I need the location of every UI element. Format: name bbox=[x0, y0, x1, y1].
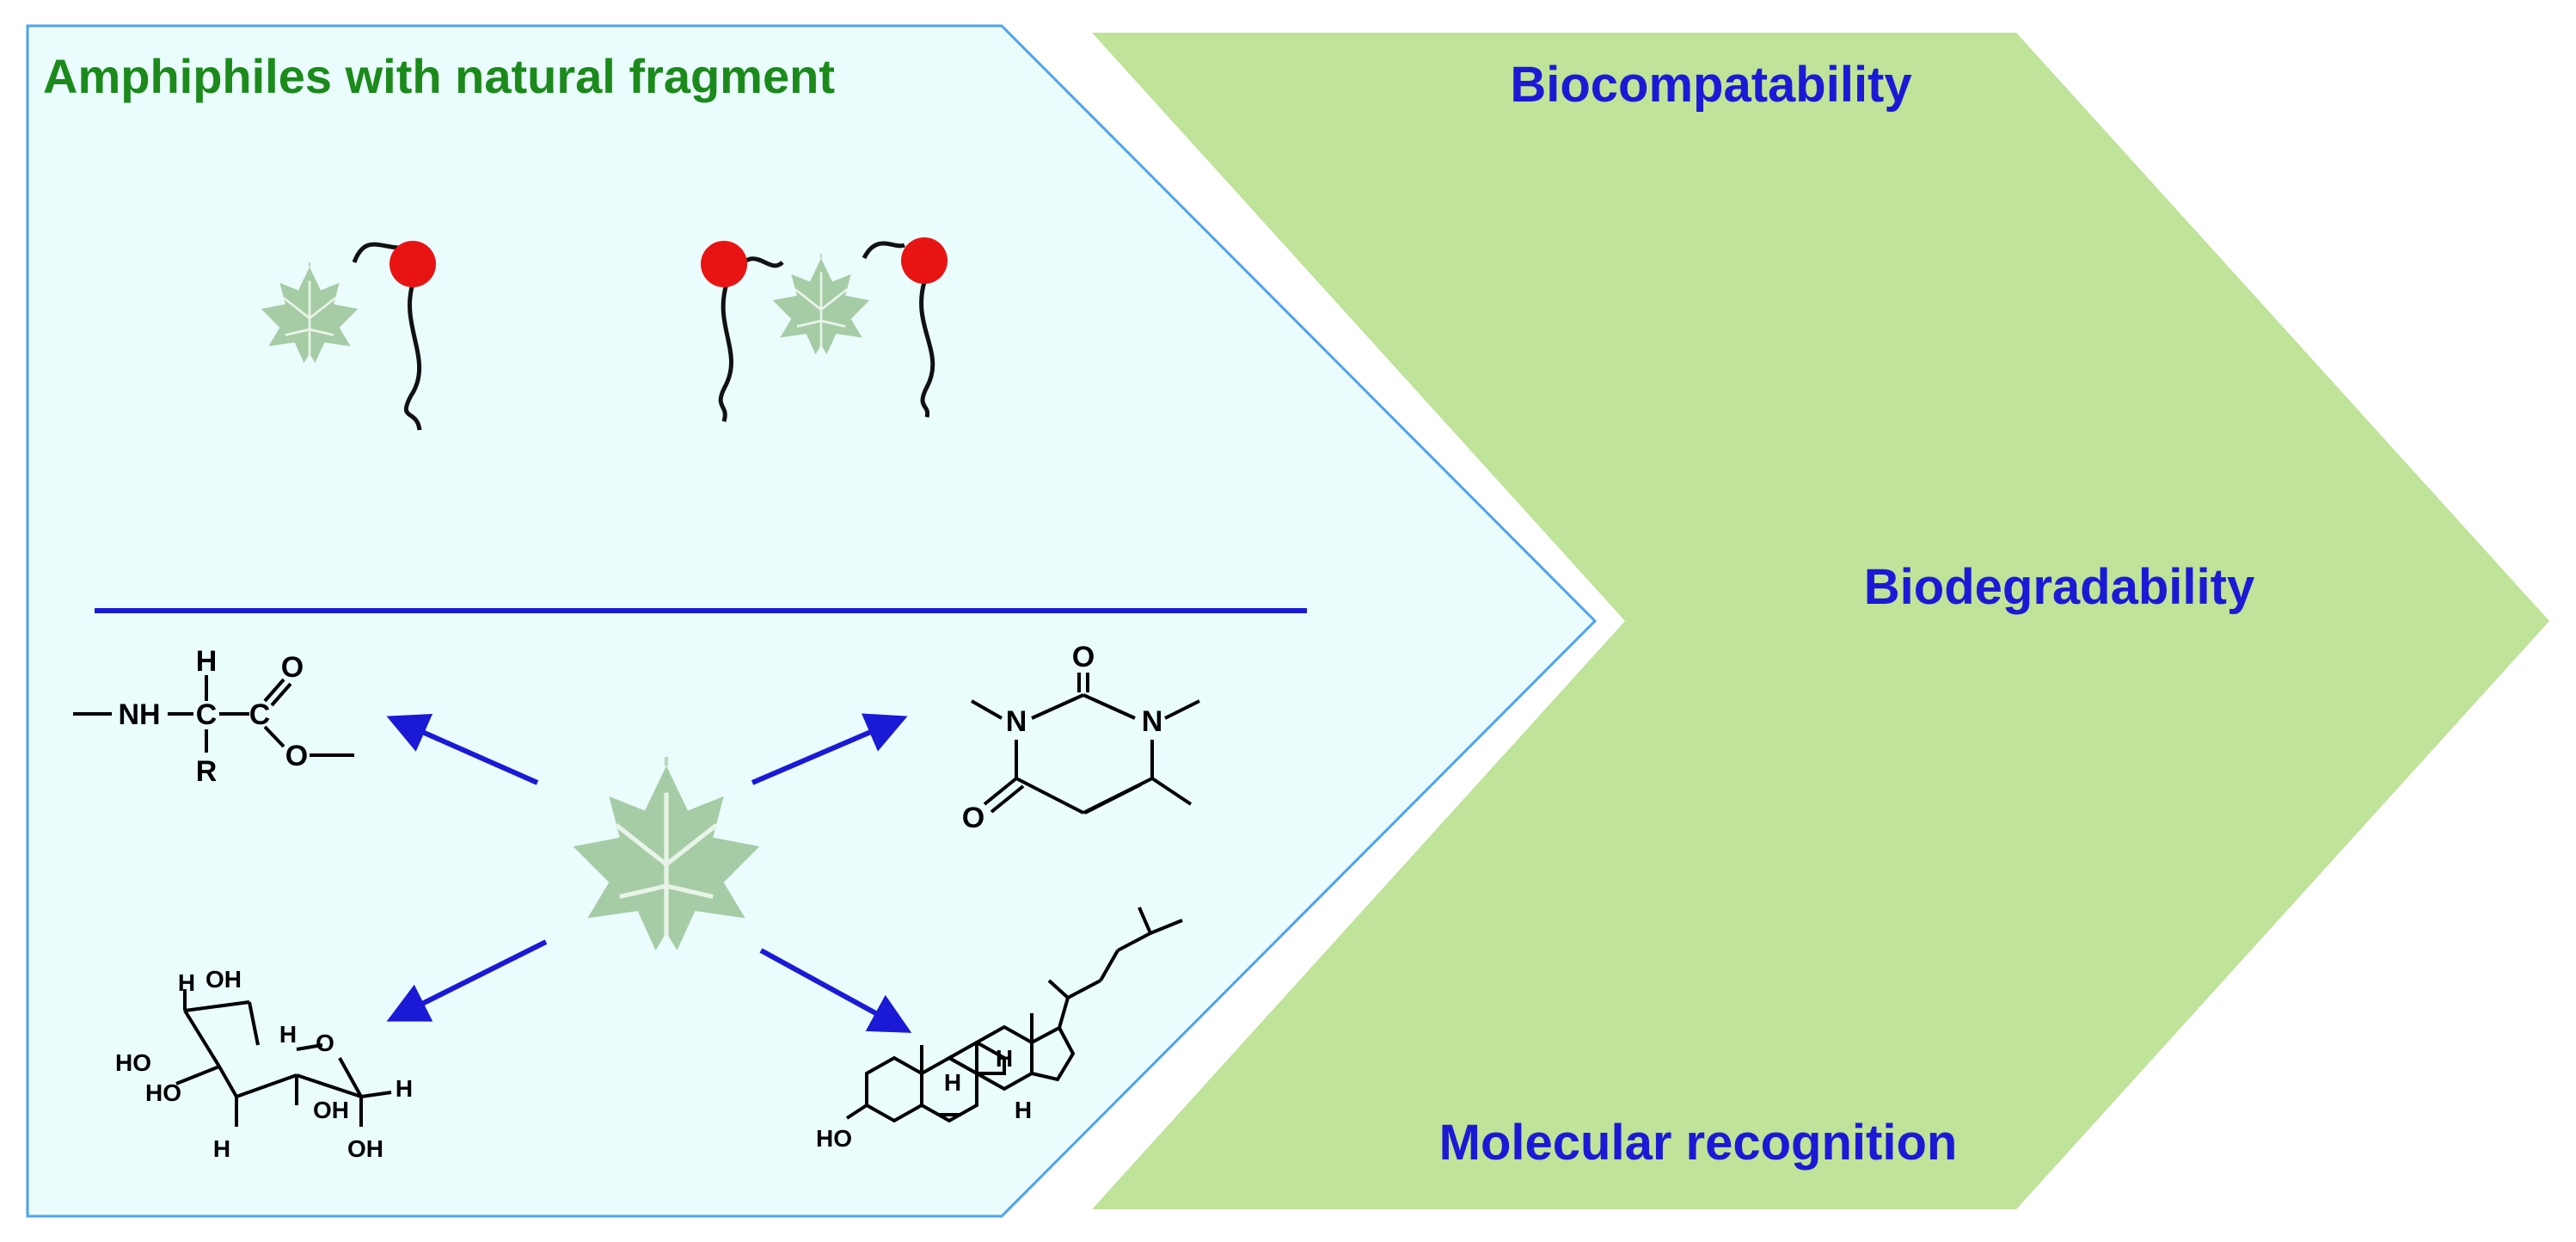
steroid-structure bbox=[845, 907, 1183, 1123]
amino-acid-structure bbox=[73, 675, 354, 757]
svg-text:HO: HO bbox=[145, 1079, 181, 1106]
svg-text:N: N bbox=[1006, 705, 1027, 738]
svg-text:H: H bbox=[196, 645, 218, 678]
svg-text:O: O bbox=[281, 651, 304, 684]
property-molecular-recognition: Molecular recognition bbox=[1439, 1115, 1958, 1171]
hydrophilic-head bbox=[901, 237, 948, 284]
svg-text:O: O bbox=[285, 740, 308, 772]
property-arrow bbox=[1092, 33, 2549, 1209]
amino-acid-labels: H NH C C O O R bbox=[118, 645, 308, 788]
single-chain-amphiphile bbox=[260, 241, 436, 431]
property-biocompatibility: Biocompatability bbox=[1510, 57, 1911, 113]
svg-text:HO: HO bbox=[115, 1049, 151, 1076]
svg-text:OH: OH bbox=[347, 1135, 383, 1162]
svg-text:R: R bbox=[196, 755, 218, 788]
double-chain-amphiphile bbox=[701, 237, 948, 422]
svg-text:C: C bbox=[196, 698, 218, 731]
hydrophilic-head bbox=[701, 241, 747, 287]
arrow-to-pyrimidine bbox=[751, 713, 908, 785]
svg-text:O: O bbox=[962, 802, 984, 834]
pyrimidine-structure bbox=[971, 673, 1200, 815]
sugar-structure bbox=[175, 989, 392, 1127]
steroid-labels: HO H H H bbox=[816, 1045, 1032, 1152]
svg-text:O: O bbox=[1072, 641, 1095, 673]
svg-text:HO: HO bbox=[816, 1125, 852, 1152]
arrow-to-sugar bbox=[386, 939, 548, 1022]
svg-text:H: H bbox=[178, 969, 195, 996]
svg-text:N: N bbox=[1142, 705, 1163, 738]
svg-text:H: H bbox=[396, 1075, 413, 1102]
svg-text:H: H bbox=[213, 1135, 230, 1162]
sugar-labels: H OH HO HO H O H OH OH H bbox=[115, 966, 413, 1162]
svg-text:H: H bbox=[279, 1021, 297, 1048]
svg-text:O: O bbox=[316, 1030, 334, 1056]
arrow-to-steroid bbox=[759, 948, 912, 1033]
property-biodegradability: Biodegradability bbox=[1864, 559, 2254, 615]
panel-title: Amphiphiles with natural fragment bbox=[43, 49, 835, 103]
svg-text:C: C bbox=[249, 698, 271, 731]
svg-text:H: H bbox=[996, 1045, 1013, 1072]
svg-text:H: H bbox=[944, 1069, 961, 1096]
arrow-to-amino-acid bbox=[386, 713, 539, 785]
svg-text:NH: NH bbox=[118, 698, 160, 731]
svg-text:OH: OH bbox=[205, 966, 242, 993]
amphiphile-panel bbox=[26, 24, 1598, 1218]
pyrimidine-labels: O N N O bbox=[962, 641, 1163, 834]
hydrophilic-head bbox=[389, 241, 436, 287]
svg-text:OH: OH bbox=[313, 1097, 349, 1123]
svg-text:H: H bbox=[1015, 1097, 1032, 1123]
